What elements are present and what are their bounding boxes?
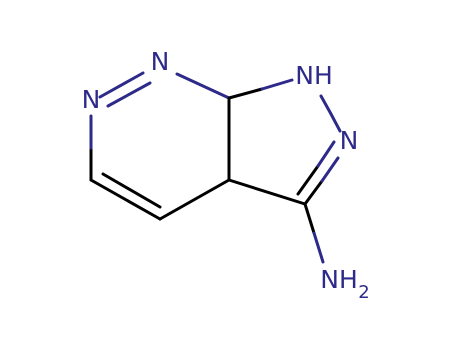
bond-segment (227, 178, 307, 206)
atom-nh-ring: NH (295, 61, 333, 90)
bond-segment (329, 112, 342, 133)
bond-segment (303, 202, 316, 235)
atom-nh2-subscript: 2 (358, 282, 369, 303)
bond-segment (175, 72, 231, 100)
bond-segment (158, 178, 231, 221)
atom-n-top: N (151, 47, 170, 76)
bond-segment (101, 172, 162, 209)
atom-n-right: N (340, 126, 359, 155)
bonds (89, 71, 342, 264)
bond-segment (227, 87, 264, 100)
bond-segment (316, 140, 336, 168)
bond-segment (296, 164, 320, 196)
bond-segment (106, 81, 152, 108)
bond-segment (260, 78, 294, 91)
bond-segment (98, 71, 145, 99)
atom-n-left: N (82, 85, 101, 114)
bond-segment (319, 94, 333, 116)
atom-nh2-amine: NH (320, 265, 358, 294)
bond-segment (312, 231, 325, 264)
bond-segment (303, 179, 324, 206)
bond-segment (320, 156, 340, 183)
bond-segment (89, 178, 162, 221)
